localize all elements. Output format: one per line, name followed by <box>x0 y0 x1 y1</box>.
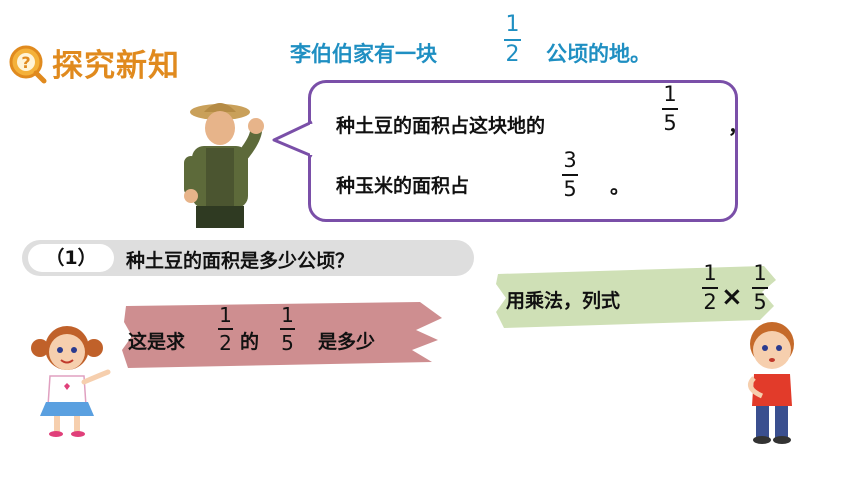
method-fraction-fifth: 1 5 <box>752 263 768 313</box>
explanation-part-c: 是多少 <box>318 331 376 353</box>
explanation-fraction-fifth: 1 5 <box>280 305 295 353</box>
red-brush-highlight <box>122 302 442 368</box>
bubble-comma: ， <box>728 114 748 138</box>
method-fraction-half: 1 2 <box>702 263 718 313</box>
boy-illustration <box>747 322 794 444</box>
fraction-bar <box>702 287 718 289</box>
search-question-icon: ? <box>9 45 47 84</box>
page-title: 探究新知 <box>52 48 180 84</box>
green-brush-highlight <box>496 266 776 328</box>
fraction-numerator: 1 <box>753 261 767 285</box>
fraction-denominator: 2 <box>219 330 232 355</box>
corn-fraction: 3 5 <box>562 150 578 200</box>
explanation-part-b: 的 <box>240 331 260 353</box>
fraction-denominator: 5 <box>563 176 577 201</box>
fraction-denominator: 2 <box>703 289 717 314</box>
fraction-numerator: 1 <box>703 261 717 285</box>
svg-text:?: ? <box>21 53 30 72</box>
potato-fraction: 1 5 <box>662 84 678 134</box>
fraction-bar <box>562 174 578 176</box>
problem-unit: 公顷的地。 <box>546 42 651 66</box>
farmer-illustration <box>184 103 264 228</box>
fraction-denominator: 5 <box>281 330 294 355</box>
girl-illustration <box>31 326 111 437</box>
bubble-line-potato: 种土豆的面积占这块地的 <box>336 115 546 137</box>
speech-bubble-tail <box>272 120 314 158</box>
fraction-numerator: 1 <box>505 12 520 37</box>
explanation-part-a: 这是求 <box>128 331 186 353</box>
bubble-period: 。 <box>610 174 630 198</box>
fraction-denominator: 5 <box>753 289 767 314</box>
fraction-bar <box>504 39 521 41</box>
problem-fraction: 1 2 <box>504 14 521 66</box>
multiply-sign: × <box>721 282 743 312</box>
fraction-bar <box>280 328 295 330</box>
method-text: 用乘法，列式 <box>506 290 621 312</box>
problem-text: 李伯伯家有一块 <box>290 42 437 66</box>
fraction-numerator: 3 <box>563 148 577 172</box>
fraction-bar <box>662 108 678 110</box>
fraction-denominator: 5 <box>663 110 677 135</box>
fraction-numerator: 1 <box>281 303 294 327</box>
fraction-denominator: 2 <box>505 41 520 67</box>
fraction-numerator: 1 <box>663 82 677 106</box>
fraction-bar <box>752 287 768 289</box>
bubble-line-corn: 种玉米的面积占 <box>336 175 470 197</box>
fraction-numerator: 1 <box>219 303 232 327</box>
fraction-bar <box>218 328 233 330</box>
explanation-fraction-half: 1 2 <box>218 305 233 353</box>
question-number: （1） <box>28 244 114 272</box>
question-text: 种土豆的面积是多少公顷？ <box>126 250 355 272</box>
